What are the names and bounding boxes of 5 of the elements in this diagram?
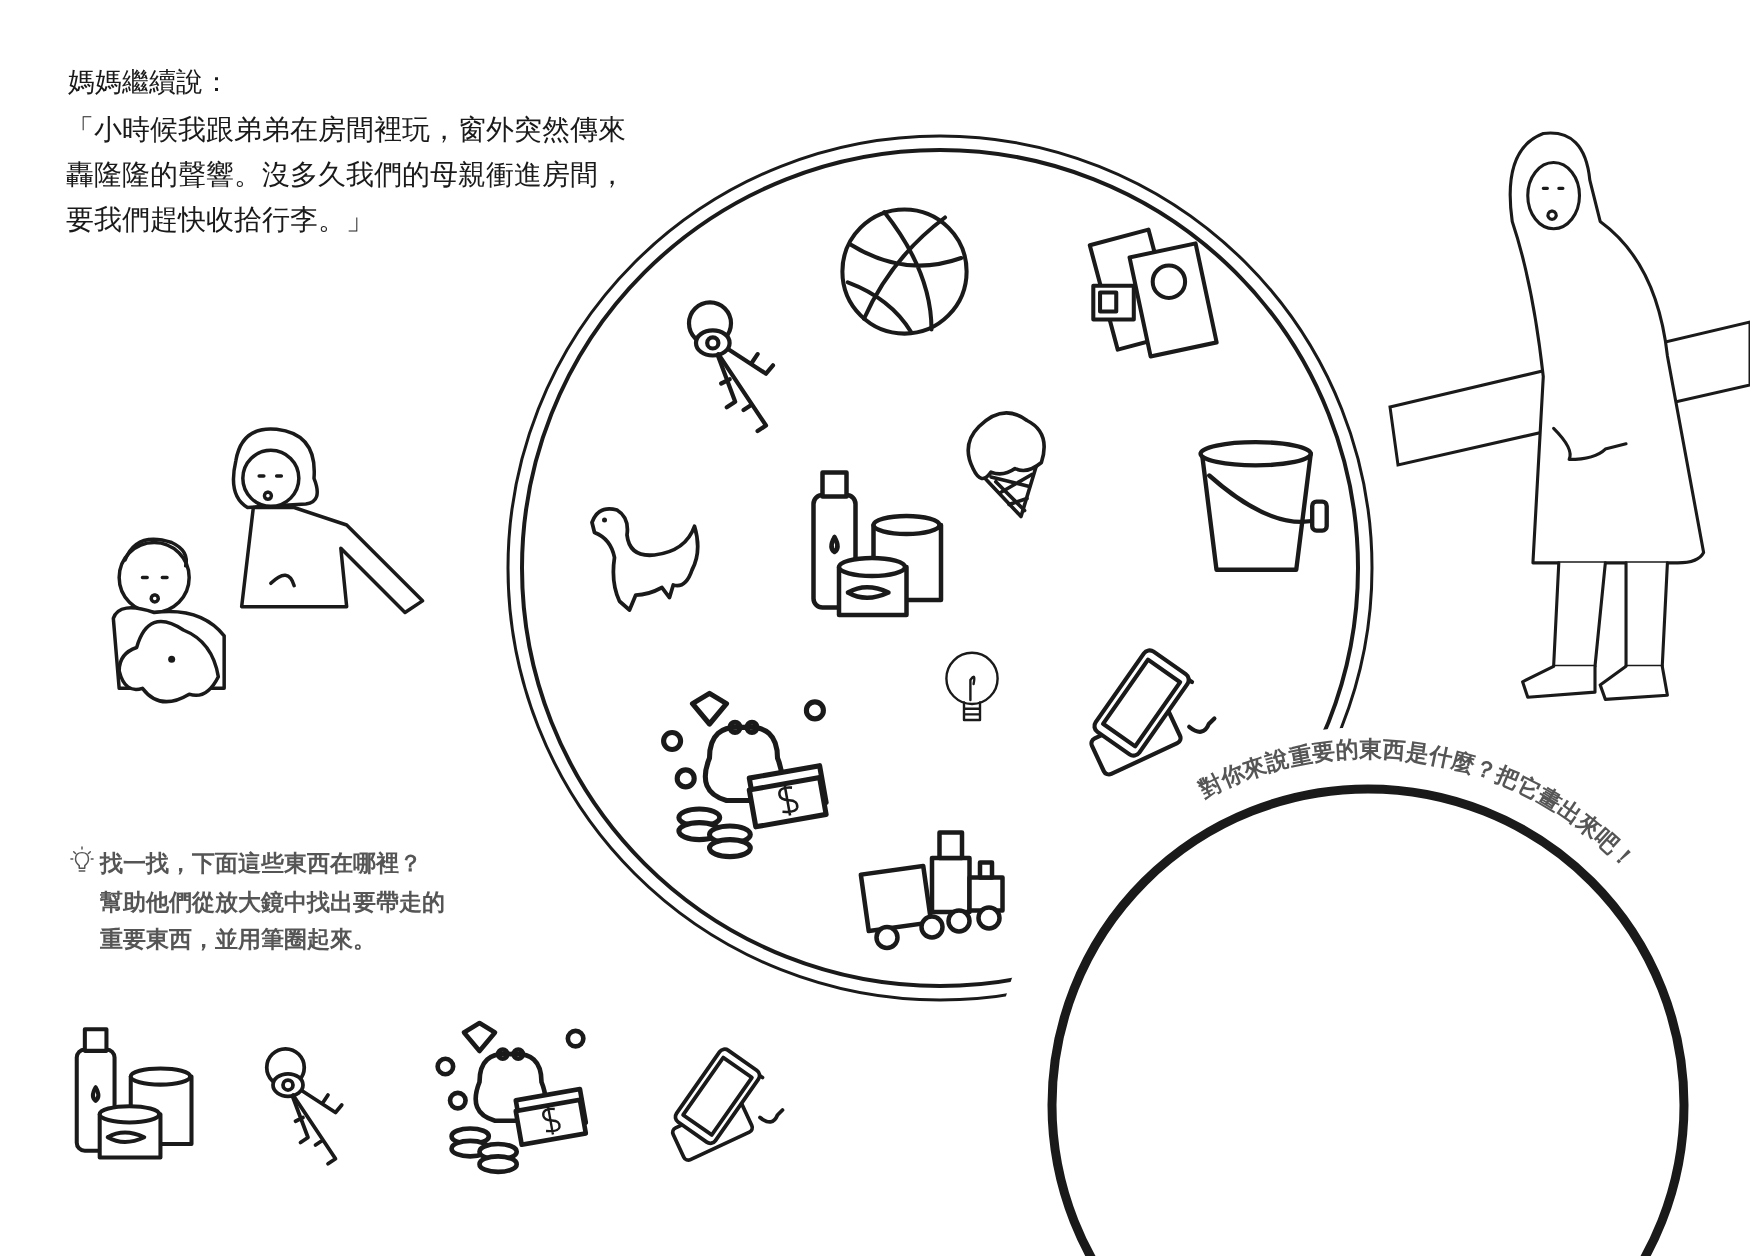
- instruction-text: 幫助他們從放大鏡中找出要帶走的重要東西，並用筆圈起來。: [100, 888, 446, 954]
- heading-text: 媽媽繼續說：: [68, 65, 230, 99]
- instruction-title: 找一找，下面這些東西在哪裡？: [100, 849, 422, 878]
- prompt-text: 對你來說重要的東西是什麼？把它畫出來吧！: [1195, 735, 1641, 875]
- story-paragraph: 「小時候我跟弟弟在房間裡玩，窗外突然傳來轟隆隆的聲響。沒多久我們的母親衝進房間，要我們趕快收拾行李。」: [66, 112, 627, 238]
